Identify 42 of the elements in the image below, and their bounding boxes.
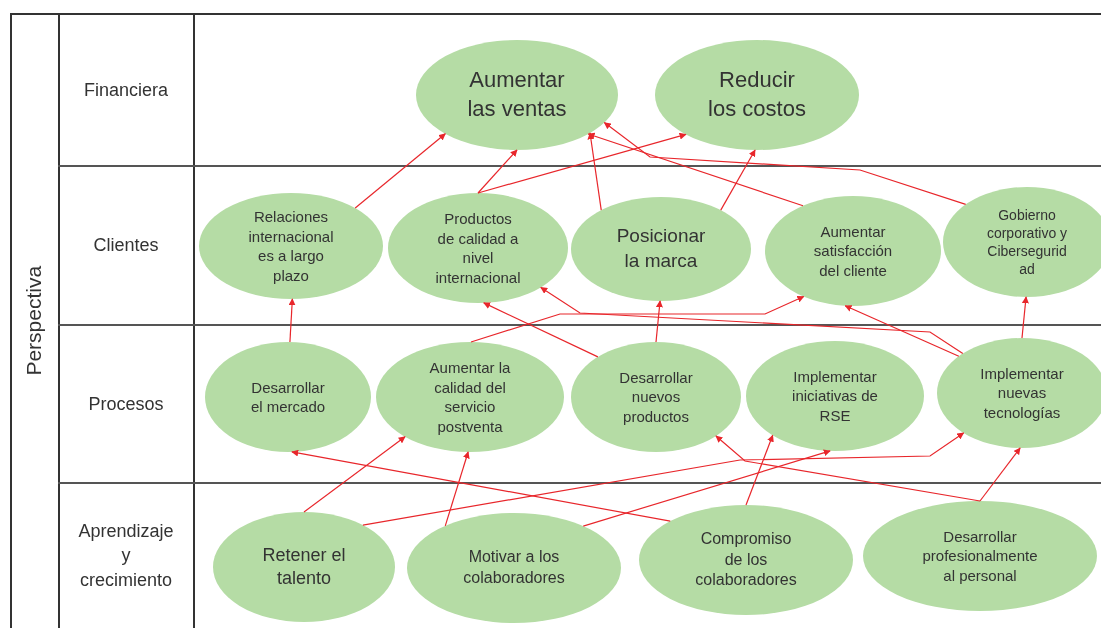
arrow	[362, 432, 965, 526]
arrow	[540, 286, 964, 355]
arrow	[288, 298, 296, 343]
arrow	[1021, 296, 1029, 339]
objective-text: Aumentar la calidad del servicio postventa	[428, 358, 512, 436]
arrow	[303, 436, 406, 513]
arrow	[979, 447, 1021, 502]
arrow	[483, 302, 599, 358]
arrow	[655, 300, 663, 343]
objective-text: Aumentar satisfacción del cliente	[812, 221, 894, 281]
perspective-label: Perspectiva	[21, 266, 47, 376]
objective-text: Productos de calidad a nivel internacional	[434, 209, 522, 287]
objective-text: Desarrollar profesionalmente al personal	[921, 526, 1039, 586]
objective-text: Relaciones internacional es a largo plazo	[247, 207, 335, 285]
arrow	[470, 295, 805, 343]
row-label: Clientes	[92, 234, 160, 258]
arrow	[587, 132, 804, 207]
objective-text: Desarrollar nuevos productos	[618, 367, 694, 427]
row-label: Aprendizaje y crecimiento	[77, 520, 175, 592]
row-label: Financiera	[82, 78, 169, 102]
objective-text: Compromiso de los colaboradores	[694, 528, 798, 591]
arrow	[715, 435, 981, 502]
objective-text: Implementar nuevas tecnologías	[979, 363, 1065, 423]
arrow	[582, 449, 831, 527]
arrow	[844, 305, 960, 357]
arrow	[444, 451, 470, 527]
arrow	[291, 449, 671, 522]
objective-text: Implementar iniciativas de RSE	[792, 366, 878, 426]
objective-text: Posicionar la marca	[615, 224, 707, 273]
arrow	[477, 132, 687, 194]
row-label: Procesos	[87, 392, 165, 416]
arrow	[745, 434, 774, 506]
arrow	[603, 122, 967, 205]
objective-text: Desarrollar el mercado	[249, 377, 327, 417]
objective-text: Motivar a los colaboradores	[462, 547, 566, 588]
objective-text: Retener el talento	[261, 543, 347, 590]
arrow	[720, 149, 756, 211]
objective-text: Aumentar las ventas	[466, 66, 568, 123]
arrow	[354, 133, 446, 209]
arrow	[477, 149, 518, 194]
objective-text: Reducir los costos	[707, 66, 807, 123]
objective-text: Gobierno corporativo y Cibersegurid ad	[985, 205, 1069, 279]
